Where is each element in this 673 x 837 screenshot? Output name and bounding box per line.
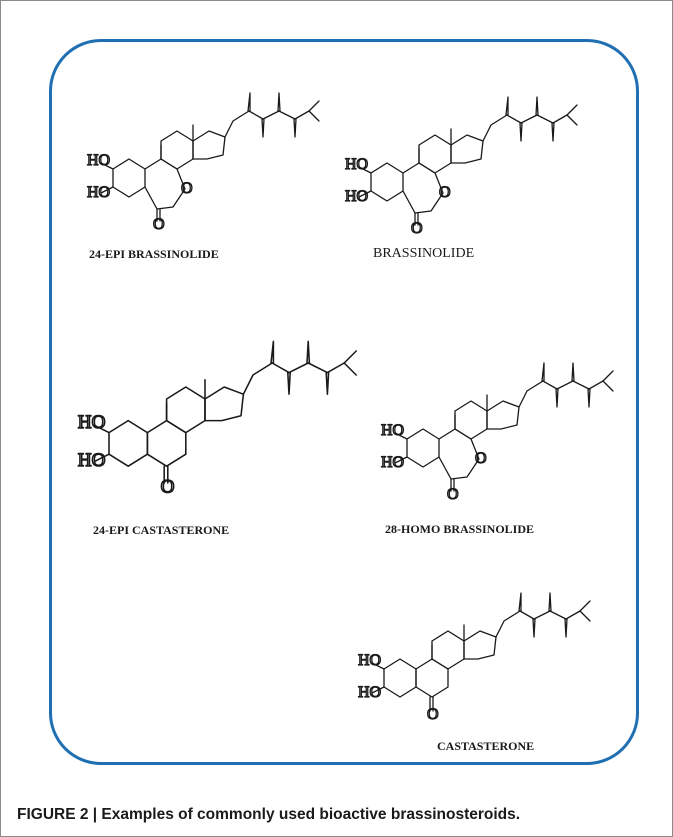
structure-24-epi-castasterone — [61, 279, 361, 507]
structure-brassinolide — [331, 45, 581, 245]
label-24-epi-brassinolide: 24-EPI BRASSINOLIDE — [89, 247, 219, 261]
label-castasterone: CASTASTERONE — [437, 739, 535, 753]
structure-castasterone — [319, 541, 619, 731]
figure-caption: FIGURE 2 | Examples of commonly used bio… — [17, 806, 521, 823]
structure-28-homo-brassinolide — [367, 311, 617, 511]
label-brassinolide: BRASSINOLIDE — [373, 246, 475, 261]
structure-24-epi-brassinolide — [73, 41, 323, 241]
label-28-homo-brassinolide: 28-HOMO BRASSINOLIDE — [385, 522, 535, 536]
figure-panel-frame — [49, 39, 639, 765]
label-24-epi-castasterone: 24-EPI CASTASTERONE — [93, 523, 230, 537]
